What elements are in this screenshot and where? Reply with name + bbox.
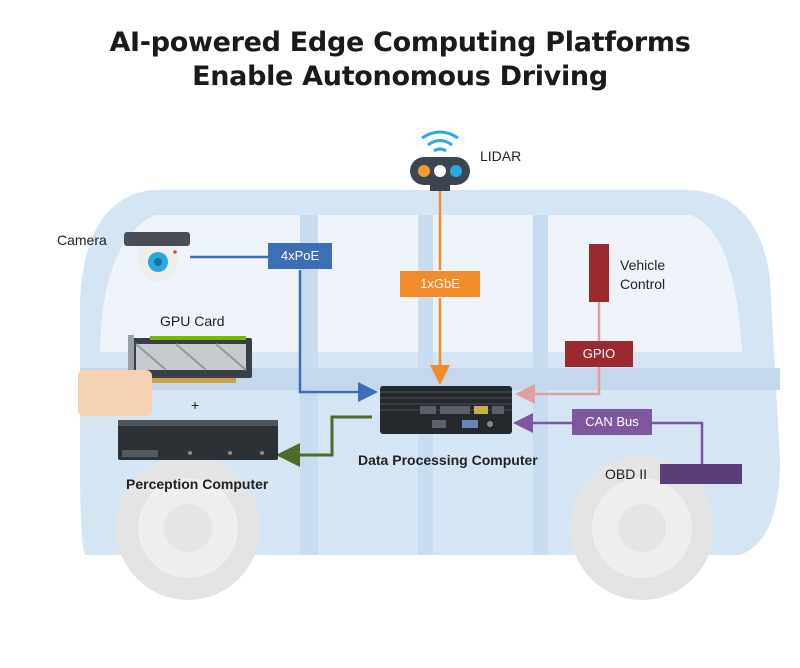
gpu-card-icon bbox=[78, 335, 252, 416]
lidar-label: LIDAR bbox=[480, 148, 522, 164]
data-processing-computer-icon bbox=[380, 386, 512, 434]
camera-icon bbox=[124, 232, 190, 282]
can-tag: CAN Bus bbox=[572, 409, 652, 435]
vehicle-control-label-line-2: Control bbox=[620, 276, 666, 292]
obd-label: OBD II bbox=[605, 466, 648, 482]
poe-tag: 4xPoE bbox=[268, 243, 332, 269]
data-processing-computer-label: Data Processing Computer bbox=[358, 452, 538, 468]
perception-computer-icon bbox=[118, 420, 278, 460]
gbe-tag: 1xGbE bbox=[400, 271, 480, 297]
camera-label: Camera bbox=[57, 232, 107, 248]
vehicle-wheel-left bbox=[116, 456, 260, 600]
obd-icon bbox=[660, 464, 742, 484]
title-line-2: Enable Autonomous Driving bbox=[192, 61, 608, 92]
can-line bbox=[518, 423, 704, 464]
vehicle-control-icon bbox=[589, 244, 609, 302]
poe-line bbox=[190, 255, 373, 392]
gpio-tag: GPIO bbox=[565, 341, 633, 367]
title-line-1: AI-powered Edge Computing Platforms bbox=[109, 27, 691, 58]
gpu-card-label: GPU Card bbox=[160, 313, 225, 329]
gpio-line bbox=[520, 302, 601, 394]
lidar-icon bbox=[410, 130, 470, 191]
page-title: AI-powered Edge Computing Platforms Enab… bbox=[0, 26, 800, 94]
vehicle-control-label-line-1: Vehicle bbox=[620, 257, 666, 273]
perception-computer-label: Perception Computer bbox=[126, 476, 269, 492]
perception-link-line bbox=[276, 415, 372, 467]
vehicle-wheel-right bbox=[570, 456, 714, 600]
vehicle-control-label: Vehicle Control bbox=[620, 256, 665, 294]
plus-sign: + bbox=[191, 397, 200, 413]
